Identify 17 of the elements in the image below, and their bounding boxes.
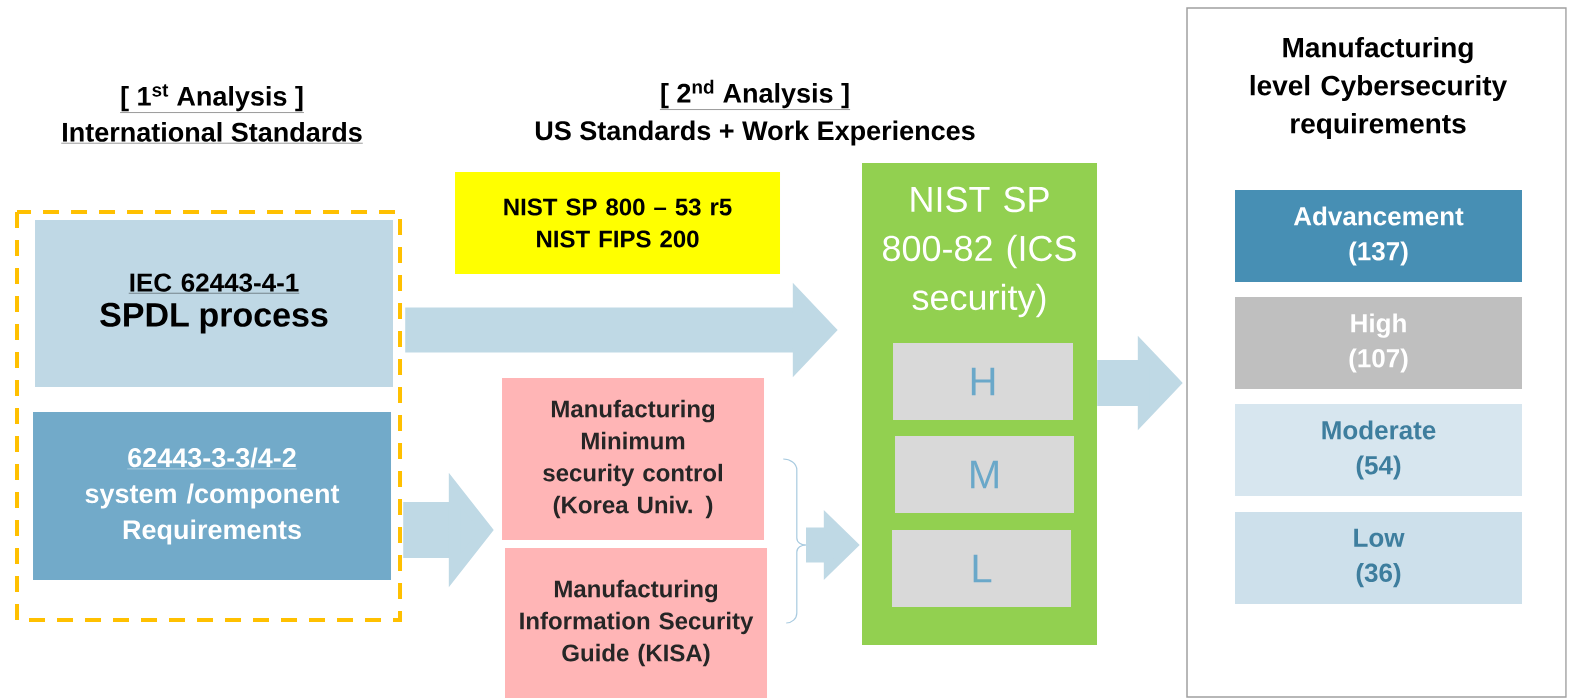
level-box: Moderate (54) [1235, 404, 1522, 496]
heading: [ 2$^{nd}$ Analysis ] [659, 79, 851, 110]
heading: US Standards + Work Experiences [535, 120, 975, 146]
guide-box: Manufacturing Minimum security control (Korea Univ. ) [502, 378, 764, 540]
bracket [785, 544, 807, 624]
level-box: M [895, 436, 1074, 513]
level-box: L [892, 530, 1071, 607]
heading: [ 1$^{st}$ Analysis ] International Standards [61, 84, 363, 144]
level-box: Low (36) [1235, 512, 1522, 604]
guide-box: Manufacturing Information Security Guide (KISA) [505, 548, 767, 698]
standard-box: IEC 62443-4-1 SPDL process [35, 220, 393, 387]
bracket [782, 458, 807, 546]
level-box: Advancement (137) [1235, 190, 1522, 282]
standard-box: NIST SP 800 – 53 r5 NIST FIPS 200 [455, 172, 780, 274]
level-box: H [893, 343, 1073, 420]
level-box: High (107) [1235, 297, 1522, 389]
standard-box: 62443-3-3/4-2 system /component Requirements [33, 412, 391, 580]
